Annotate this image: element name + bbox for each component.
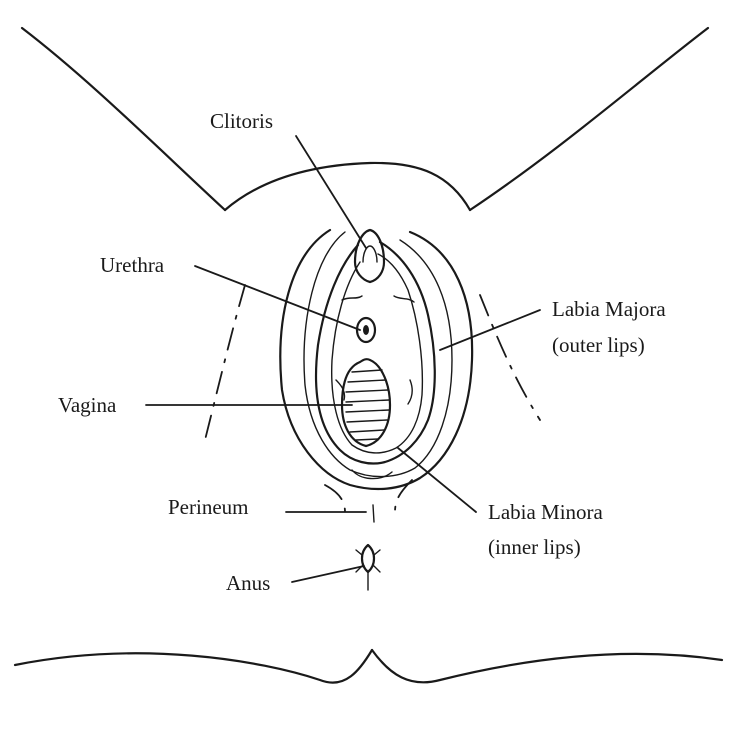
clitoral-hood-shape (353, 228, 386, 284)
anus-folds (355, 549, 381, 591)
perineum-dashed-left (324, 484, 346, 513)
posterior-fourchette (351, 469, 393, 480)
left-thigh-dashed-contour (204, 284, 246, 441)
urethra-opening-inner (363, 325, 369, 335)
vaginal-rugae (345, 369, 390, 441)
perineum-line (372, 504, 375, 523)
label-labia-minora-line2: (inner lips) (488, 535, 581, 559)
anus-leader-line (291, 565, 365, 583)
clitoris-leader-line (295, 135, 367, 249)
vaginal-opening-outline (340, 358, 392, 448)
left-buttock-contour (13, 648, 374, 684)
label-urethra: Urethra (100, 253, 165, 277)
labia-majora-leader-line (439, 309, 541, 351)
left-thigh-contour (20, 26, 227, 212)
perineum-dashed-right (394, 479, 413, 513)
labia-majora-outer-shape (279, 228, 474, 491)
label-labia-majora-line1: Labia Majora (552, 297, 666, 321)
urethra-opening-outer (355, 316, 377, 344)
label-vagina: Vagina (58, 393, 117, 417)
labia-minora-shape (315, 240, 436, 465)
labia-minora-leader-line (397, 447, 477, 513)
label-anus: Anus (226, 571, 270, 595)
right-thigh-contour (468, 26, 710, 212)
right-thigh-dashed-contour (479, 294, 541, 421)
label-perineum: Perineum (168, 495, 248, 519)
urethra-leader-line (194, 265, 361, 331)
clitoris-glans (362, 245, 378, 263)
label-labia-majora-line2: (outer lips) (552, 333, 645, 357)
labia-majora-inner-shape (303, 231, 453, 478)
label-clitoris: Clitoris (210, 109, 273, 133)
pubic-mound-contour (223, 161, 472, 212)
right-buttock-contour (370, 648, 724, 684)
label-labia-minora-line1: Labia Minora (488, 500, 604, 524)
labia-minora-fold (330, 253, 424, 454)
labia-minora-texture (335, 295, 415, 405)
anus-shape (360, 543, 376, 574)
